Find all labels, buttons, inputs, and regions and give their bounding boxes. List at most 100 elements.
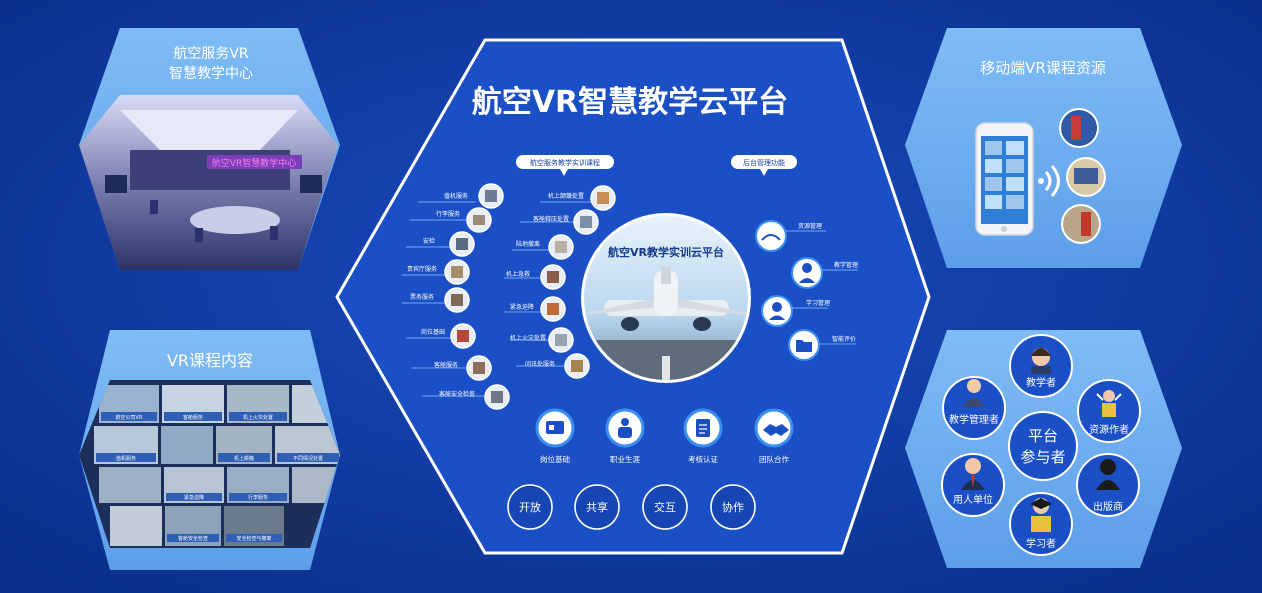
vr-center-sign: 航空VR智慧教学中心 bbox=[212, 157, 296, 169]
clipboard-icon bbox=[696, 419, 710, 437]
admin-tag: 后台管理功能 bbox=[731, 155, 797, 176]
svg-text:职业生涯: 职业生涯 bbox=[610, 454, 640, 464]
resource-photo-3 bbox=[1061, 204, 1101, 244]
tile bbox=[110, 506, 162, 546]
admin-functions: 资源管理 教学管理 学习管理 智能评价 bbox=[755, 220, 858, 361]
list-item: 教学管理 bbox=[791, 257, 858, 289]
role-publisher: 出版商 bbox=[1076, 453, 1140, 517]
icon-teamwork: 团队合作 bbox=[754, 408, 794, 464]
role-teacher: 教学者 bbox=[1009, 334, 1073, 398]
list-item: 学习管理 bbox=[761, 295, 830, 327]
student-icon bbox=[772, 302, 782, 312]
resource-photo-2 bbox=[1066, 157, 1106, 197]
svg-text:交互: 交互 bbox=[654, 500, 676, 514]
svg-text:机上颠簸处置: 机上颠簸处置 bbox=[548, 192, 584, 200]
tile: 行李服务 bbox=[227, 467, 289, 503]
role-resource-author: 资源作者 bbox=[1077, 379, 1141, 443]
svg-text:行李服务: 行李服务 bbox=[436, 210, 460, 218]
participants-center: 平台 参与者 bbox=[1008, 411, 1078, 481]
svg-text:贵宾厅服务: 贵宾厅服务 bbox=[407, 265, 437, 273]
tile: 值机服务 bbox=[94, 426, 158, 464]
list-item: 值机服务 bbox=[418, 183, 504, 209]
course-list-left: 值机服务 行李服务 安检 贵宾厅服务 票务服务 bbox=[402, 183, 510, 410]
bottom-left-hexagon: VR课程内容 航空公司VR 客舱服务 机上火灾处置 值机服务 机上颠簸 不同情况… bbox=[79, 330, 340, 570]
svg-text:紧急迫降: 紧急迫降 bbox=[510, 303, 534, 311]
svg-text:共享: 共享 bbox=[586, 500, 608, 514]
top-left-title-2: 智慧教学中心 bbox=[169, 66, 253, 82]
svg-text:航空公司VR: 航空公司VR bbox=[116, 414, 143, 421]
interact-circle: 交互 bbox=[642, 484, 688, 530]
publisher-avatar-icon bbox=[1100, 459, 1116, 475]
role-learner: 学习者 bbox=[1009, 492, 1073, 556]
center-label: 航空VR教学实训云平台 bbox=[608, 245, 724, 259]
svg-text:客舱安全检查: 客舱安全检查 bbox=[439, 390, 475, 398]
tile: 客舱服务 bbox=[162, 385, 224, 423]
svg-text:机上火灾处置: 机上火灾处置 bbox=[243, 414, 273, 421]
list-item: 安检 bbox=[406, 231, 475, 257]
courses-tag: 航空服务教学实训课程 bbox=[516, 155, 614, 176]
top-right-hexagon: 移动端VR课程资源 bbox=[905, 28, 1182, 268]
svg-text:教学管理: 教学管理 bbox=[834, 261, 858, 269]
teacher-icon bbox=[802, 263, 812, 273]
list-item: 客舱服务 bbox=[412, 355, 492, 381]
list-item: 岗位基础 bbox=[406, 323, 476, 349]
id-card-icon bbox=[546, 421, 564, 434]
list-item: 机上火灾处置 bbox=[510, 327, 574, 353]
svg-text:考核认证: 考核认证 bbox=[688, 454, 718, 464]
svg-text:岗位基础: 岗位基础 bbox=[540, 454, 570, 464]
tile: 紧急迫降 bbox=[164, 467, 224, 503]
courses-tag-label: 航空服务教学实训课程 bbox=[530, 158, 600, 167]
svg-text:值机服务: 值机服务 bbox=[444, 192, 468, 200]
handshake-icon bbox=[763, 424, 789, 436]
svg-text:客舱服务: 客舱服务 bbox=[183, 414, 203, 421]
tile: 航空公司VR bbox=[99, 385, 159, 423]
participants-line1: 平台 bbox=[1028, 427, 1058, 445]
list-item: 行李服务 bbox=[410, 207, 492, 233]
tile: 机上火灾处置 bbox=[227, 385, 289, 423]
svg-text:不同情况处置: 不同情况处置 bbox=[293, 455, 323, 462]
svg-text:学习者: 学习者 bbox=[1026, 537, 1056, 550]
manager-avatar-icon bbox=[967, 379, 981, 393]
share-circle: 共享 bbox=[574, 484, 620, 530]
svg-text:智能评价: 智能评价 bbox=[832, 335, 856, 343]
folder-icon bbox=[796, 340, 812, 352]
smartphone-icon bbox=[975, 122, 1034, 236]
list-item: 陆地撤离 bbox=[512, 234, 574, 260]
list-item: 智能评价 bbox=[788, 329, 856, 361]
list-item: 贵宾厅服务 bbox=[402, 259, 470, 285]
tile bbox=[99, 467, 161, 503]
svg-text:机上火灾处置: 机上火灾处置 bbox=[510, 334, 546, 342]
list-item: 问讯处服务 bbox=[516, 353, 590, 379]
svg-text:教学管理者: 教学管理者 bbox=[949, 413, 999, 426]
bottom-circle-row: 开放 共享 交互 协作 bbox=[507, 484, 756, 530]
svg-text:问讯处服务: 问讯处服务 bbox=[525, 360, 555, 368]
svg-text:陆地撤离: 陆地撤离 bbox=[516, 240, 540, 248]
role-employer: 用人单位 bbox=[941, 453, 1005, 517]
center-platform-circle: 航空VR教学实训云平台 bbox=[581, 213, 751, 383]
svg-text:资源管理: 资源管理 bbox=[798, 222, 822, 230]
main-title: 航空VR智慧教学云平台 bbox=[472, 85, 788, 120]
svg-text:岗位基础: 岗位基础 bbox=[421, 328, 445, 336]
svg-text:紧急迫降: 紧急迫降 bbox=[184, 494, 204, 501]
svg-text:安全检查与撤离: 安全检查与撤离 bbox=[236, 535, 271, 542]
top-left-hexagon: 航空VR智慧教学中心 航空服务VR 智慧教学中心 bbox=[79, 28, 340, 270]
icon-certification: 考核认证 bbox=[683, 408, 723, 464]
top-left-title-1: 航空服务VR bbox=[173, 46, 249, 62]
icon-job-basics: 岗位基础 bbox=[535, 408, 575, 464]
course-tile-grid: 航空公司VR 客舱服务 机上火灾处置 值机服务 机上颠簸 不同情况处置 紧急迫降… bbox=[79, 380, 340, 548]
list-item: 机上颠簸处置 bbox=[540, 185, 616, 211]
svg-text:用人单位: 用人单位 bbox=[953, 493, 993, 506]
tile: 安全检查与撤离 bbox=[224, 506, 284, 546]
bottom-left-title: VR课程内容 bbox=[167, 351, 253, 370]
role-teaching-manager: 教学管理者 bbox=[942, 376, 1006, 440]
bottom-icon-row: 岗位基础 职业生涯 考核认证 团队合作 bbox=[535, 408, 794, 464]
tile: 机上颠簸 bbox=[216, 426, 272, 464]
svg-text:开放: 开放 bbox=[519, 500, 541, 514]
list-item: 机上急救 bbox=[504, 264, 566, 290]
bottom-right-hexagon: 平台 参与者 教学者 资源作者 出版商 学习者 bbox=[905, 330, 1182, 568]
svg-text:客舱安全检查: 客舱安全检查 bbox=[178, 535, 208, 542]
cloud-icon bbox=[761, 234, 781, 241]
wireless-signal-icon bbox=[1038, 165, 1060, 197]
svg-text:票务服务: 票务服务 bbox=[410, 293, 434, 301]
list-item: 票务服务 bbox=[402, 287, 470, 313]
